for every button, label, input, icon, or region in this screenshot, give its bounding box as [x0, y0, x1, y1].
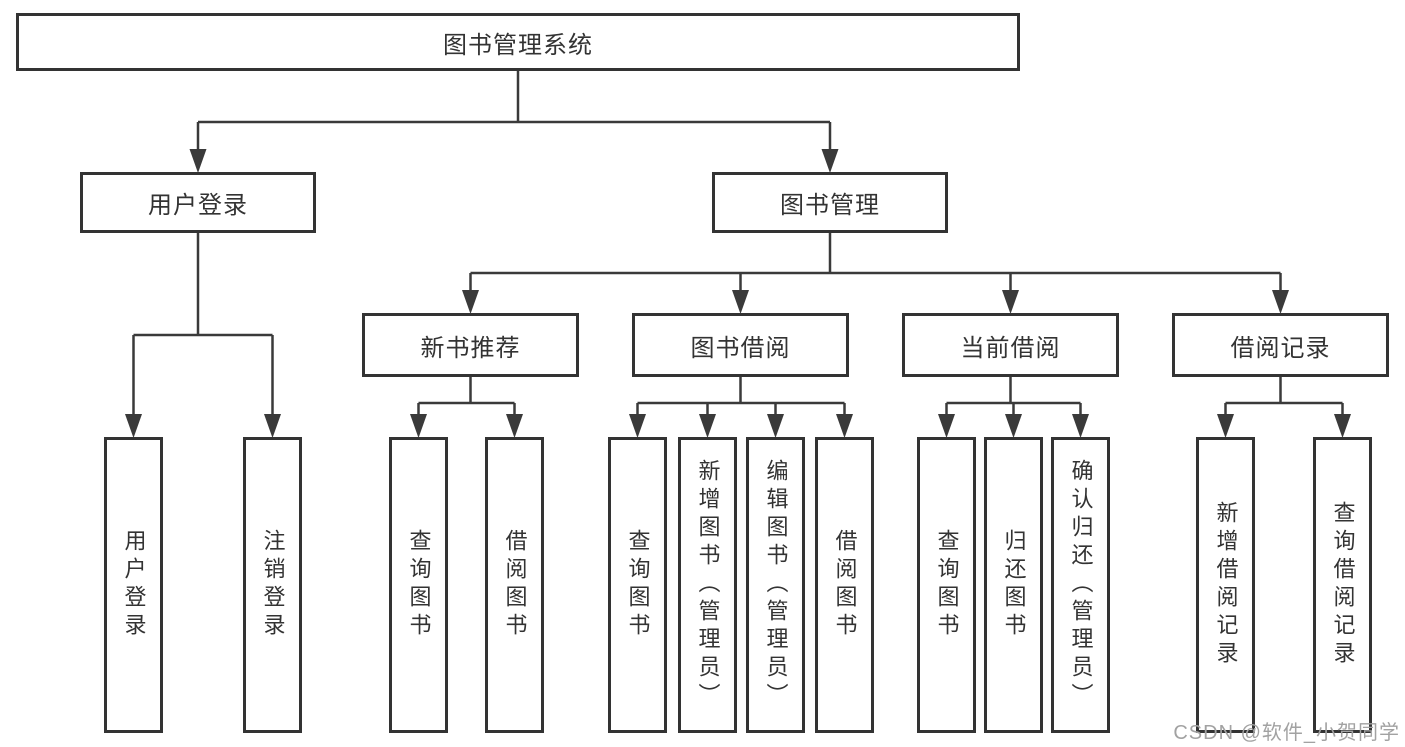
leaf-return-books: 归还图书	[984, 437, 1043, 733]
node-label: 查询图书	[934, 529, 960, 641]
leaf-add-borrow-record: 新增借阅记录	[1196, 437, 1255, 733]
node-label: 图书管理系统	[443, 31, 593, 59]
node-label: 新书推荐	[420, 334, 521, 362]
node-label: 用户登录	[148, 192, 248, 219]
leaf-user-login: 用户登录	[104, 437, 163, 733]
leaf-logout-login: 注销登录	[243, 437, 302, 733]
leaf-borrow-books-recommend: 借阅图书	[485, 437, 544, 733]
node-system-title: 图书管理系统	[16, 13, 1020, 71]
node-label: 注销登录	[260, 529, 286, 641]
node-label: 归还图书	[1001, 529, 1027, 641]
leaf-query-books-current: 查询图书	[917, 437, 976, 733]
node-new-book-recommendation: 新书推荐	[362, 313, 579, 377]
node-label: 图书借阅	[690, 334, 791, 362]
node-label: 借阅图书	[502, 529, 528, 641]
node-label: 图书管理	[780, 192, 880, 219]
node-book-borrowing: 图书借阅	[632, 313, 849, 377]
node-label: 查询图书	[406, 529, 432, 641]
leaf-add-books-admin: 新增图书（管理员）	[678, 437, 737, 733]
node-label: 当前借阅	[960, 334, 1061, 362]
leaf-query-borrow-record: 查询借阅记录	[1313, 437, 1372, 733]
leaf-borrow-books-borrowing: 借阅图书	[815, 437, 874, 733]
csdn-watermark: CSDN @软件_小贺同学	[1173, 722, 1400, 744]
node-book-management: 图书管理	[712, 172, 948, 233]
node-current-borrowing: 当前借阅	[902, 313, 1119, 377]
node-borrowing-records: 借阅记录	[1172, 313, 1389, 377]
node-label: 借阅记录	[1230, 334, 1331, 362]
leaf-query-books-borrowing: 查询图书	[608, 437, 667, 733]
node-label: 查询图书	[625, 529, 651, 641]
leaf-edit-books-admin: 编辑图书（管理员）	[746, 437, 805, 733]
node-user-login: 用户登录	[80, 172, 316, 233]
node-label: 新增借阅记录	[1213, 501, 1239, 669]
node-label: 编辑图书（管理员）	[763, 459, 789, 711]
node-label: 查询借阅记录	[1330, 501, 1356, 669]
node-label: 借阅图书	[832, 529, 858, 641]
node-label: 确认归还（管理员）	[1068, 459, 1094, 711]
leaf-confirm-return-admin: 确认归还（管理员）	[1051, 437, 1110, 733]
node-label: 用户登录	[121, 529, 147, 641]
node-label: 新增图书（管理员）	[695, 459, 721, 711]
leaf-query-books-recommend: 查询图书	[389, 437, 448, 733]
